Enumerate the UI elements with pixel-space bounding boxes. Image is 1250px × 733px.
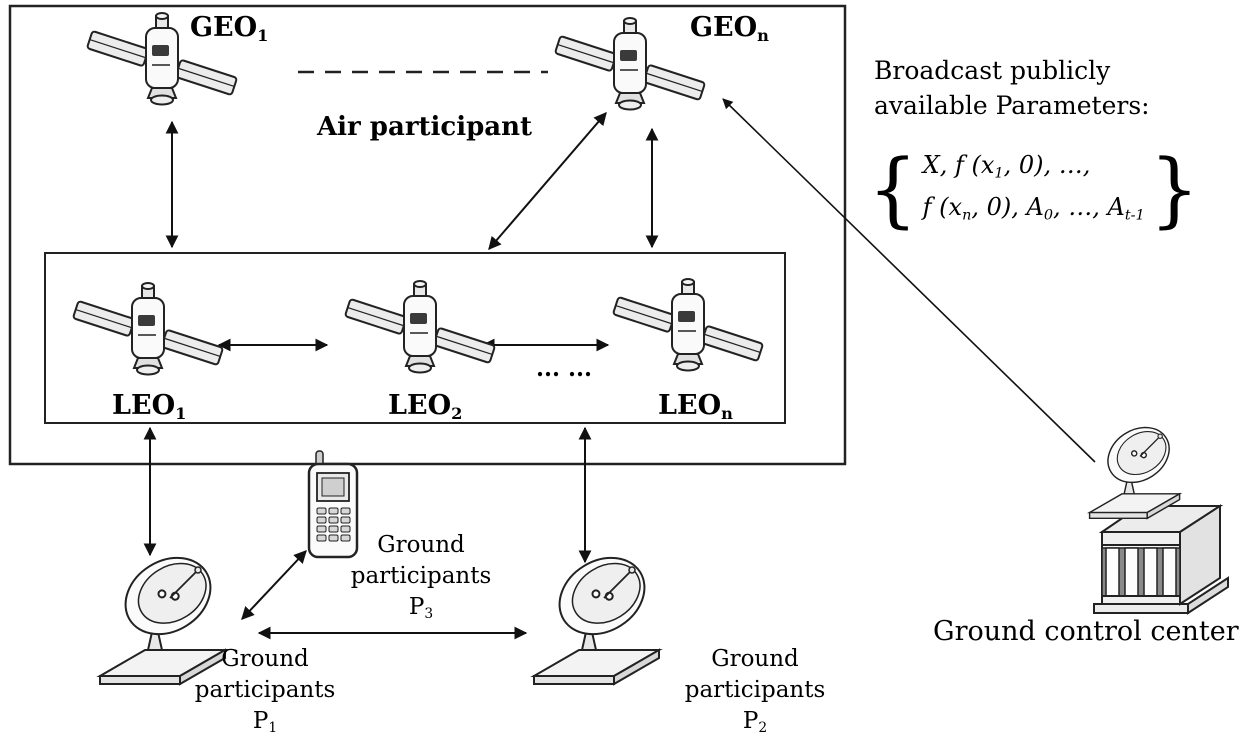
leo2-label: LEO2 [388, 390, 462, 423]
leon-satellite-icon [611, 278, 765, 372]
p2-label: Ground participants P2 [670, 644, 840, 733]
leo1-label-sub: 1 [175, 403, 187, 423]
air-participant-label: Air participant [317, 112, 533, 142]
p3-label-line1: Ground [377, 532, 465, 558]
p1-label: Ground participants P1 [186, 644, 344, 733]
formula-close-brace: } [1149, 143, 1200, 238]
leo-constellation-box [44, 252, 786, 424]
geo1-label: GEO1 [190, 12, 268, 45]
formula-line1: X, f (x1, 0), …, [922, 151, 1091, 182]
handheld-terminal-icon [307, 450, 359, 559]
geo1-label-sub: 1 [257, 25, 269, 45]
arrow-geon-leo-diagonal [488, 112, 607, 250]
outer-boundary-box [8, 4, 847, 466]
geon-satellite-icon [553, 17, 707, 111]
p2-label-line1: Ground [711, 646, 799, 672]
broadcast-line2: available Parameters: [874, 91, 1150, 120]
p2-label-sub: 2 [758, 720, 768, 733]
formula-open-brace: { [868, 143, 918, 238]
p1-label-sub: 1 [268, 720, 278, 733]
leo1-label-text: LEO [112, 390, 176, 421]
arrow-p1-p3 [241, 550, 307, 620]
leo2-label-sub: 2 [451, 403, 463, 423]
geon-label-sub: n [757, 25, 769, 45]
geo1-label-text: GEO [190, 12, 258, 43]
gcc-dish-icon [1088, 415, 1181, 520]
broadcast-line1: Broadcast publicly [874, 56, 1111, 85]
leo2-label-text: LEO [388, 390, 452, 421]
p3-label-line2: participants P [350, 563, 492, 620]
p2-label-line2: participants P [684, 677, 826, 733]
leo-ellipsis-label: ... ... [536, 355, 593, 382]
p3-label-sub: 3 [424, 606, 434, 623]
ground-control-center-label: Ground control center [933, 616, 1239, 647]
p2-dish-icon [533, 541, 660, 685]
geon-label-text: GEO [690, 12, 758, 43]
arrow-gcc-broadcast [722, 98, 1096, 463]
link-arrows [143, 98, 1096, 640]
ground-control-building-icon [1093, 504, 1229, 615]
p3-label: Ground participants P3 [340, 530, 502, 630]
leo1-label: LEO1 [112, 390, 186, 423]
geon-label: GEOn [690, 12, 769, 45]
p1-label-line1: Ground [221, 646, 309, 672]
broadcast-parameters-formula: { X, f (x1, 0), …, f (xn, 0), A0, …, At-… [868, 148, 1199, 233]
formula-lines: X, f (x1, 0), …, f (xn, 0), A0, …, At-1 [918, 148, 1150, 233]
leo1-satellite-icon [71, 282, 225, 376]
p1-label-line2: participants P [194, 677, 336, 733]
leo2-satellite-icon [343, 280, 497, 374]
leon-label-text: LEO [658, 390, 722, 421]
formula-line2: f (xn, 0), A0, …, At-1 [922, 193, 1145, 224]
leon-label-sub: n [721, 403, 733, 423]
leon-label: LEOn [658, 390, 733, 423]
broadcast-parameters-text: Broadcast publicly available Parameters: [874, 53, 1150, 123]
